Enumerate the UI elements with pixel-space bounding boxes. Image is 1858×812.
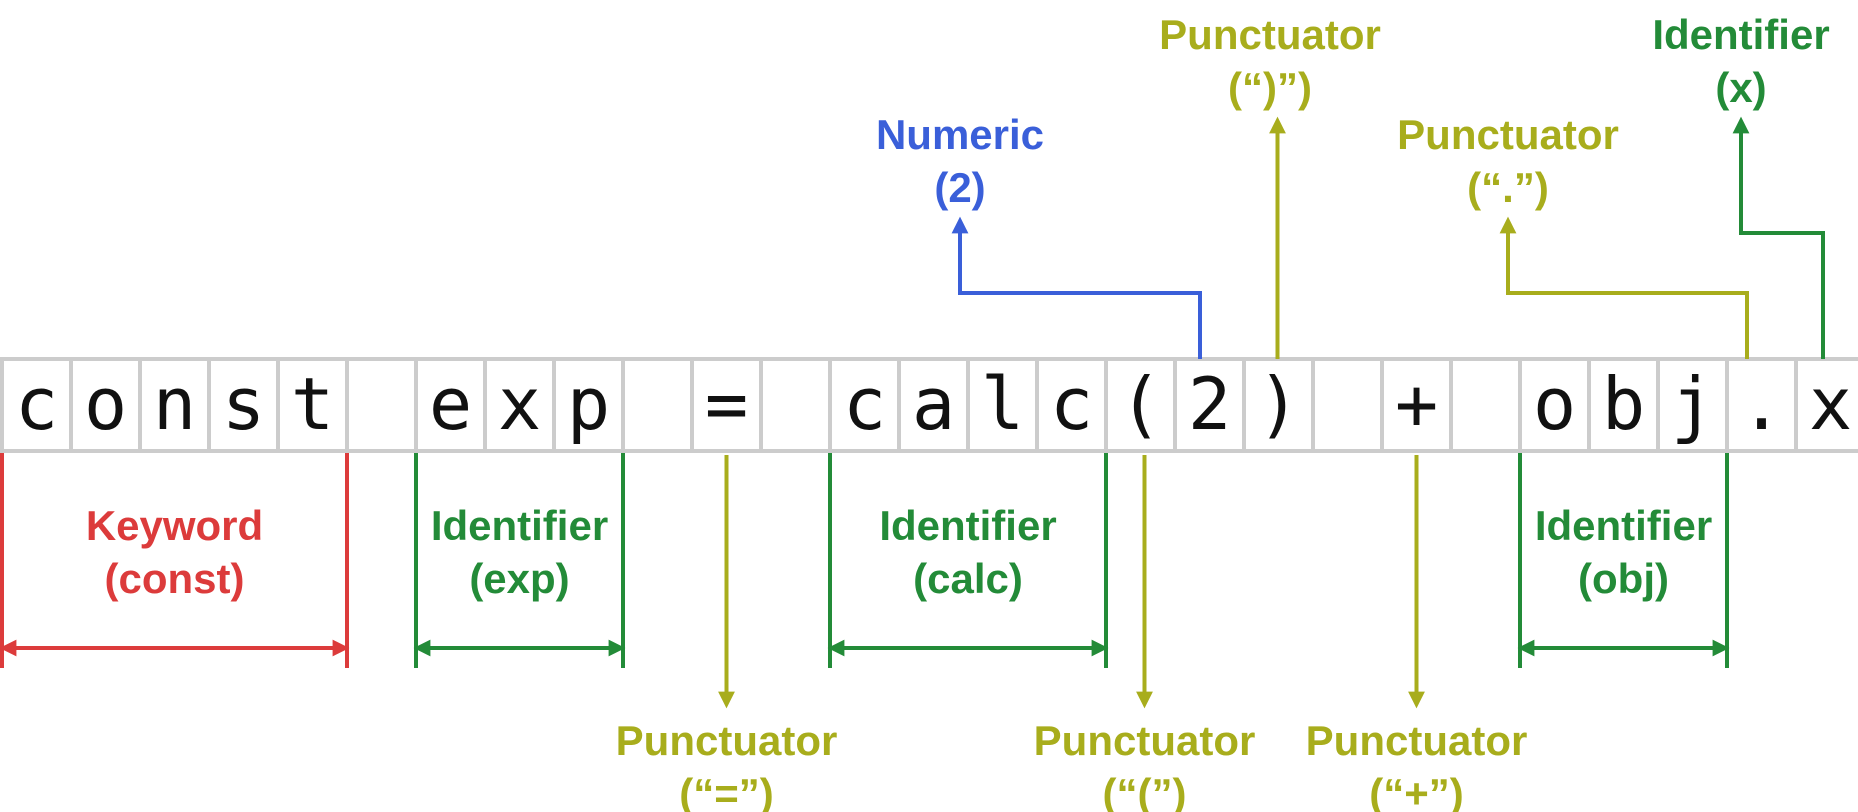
keyword-const-value: (const)	[105, 555, 245, 602]
code-cell	[552, 357, 625, 453]
numeric-2-arrow	[951, 216, 1202, 359]
code-char: .	[1740, 362, 1783, 446]
code-cell	[1794, 357, 1858, 453]
code-char: a	[912, 362, 955, 446]
code-cell	[276, 357, 349, 453]
identifier-calc-title: Identifier	[879, 502, 1056, 549]
code-cell	[1380, 357, 1453, 453]
code-char: e	[429, 362, 472, 446]
code-cell	[0, 357, 73, 453]
code-cell	[966, 357, 1039, 453]
code-char: o	[1533, 362, 1576, 446]
code-cell	[1587, 357, 1660, 453]
code-char: o	[84, 362, 127, 446]
identifier-calc-value: (calc)	[913, 555, 1023, 602]
punctuator-close-paren-title: Punctuator	[1159, 11, 1381, 58]
code-char: t	[291, 362, 334, 446]
numeric-2-value: (2)	[934, 164, 985, 211]
code-char: p	[567, 362, 610, 446]
code-char: =	[705, 362, 748, 446]
identifier-exp-value: (exp)	[469, 555, 569, 602]
code-char: )	[1257, 362, 1300, 446]
identifier-x-arrow	[1732, 116, 1825, 359]
punctuator-open-paren-value: (“(”)	[1103, 770, 1187, 812]
code-cell	[69, 357, 142, 453]
punctuator-dot-title: Punctuator	[1397, 111, 1619, 158]
identifier-obj-value: (obj)	[1578, 555, 1669, 602]
punctuator-dot-value: (“.”)	[1467, 164, 1549, 211]
code-char: 2	[1188, 362, 1231, 446]
code-char: +	[1395, 362, 1438, 446]
code-cell	[138, 357, 211, 453]
punctuator-plus-title: Punctuator	[1306, 717, 1528, 764]
punctuator-plus-value: (“+”)	[1369, 770, 1464, 812]
code-char: x	[1809, 362, 1852, 446]
punctuator-close-paren-value: (“)”)	[1228, 64, 1312, 111]
code-cell	[483, 357, 556, 453]
code-char: b	[1602, 362, 1645, 446]
identifier-exp-title: Identifier	[431, 502, 608, 549]
punctuator-equals-value: (“=”)	[679, 770, 774, 812]
punctuator-dot-arrow	[1499, 216, 1749, 359]
punctuator-open-paren-title: Punctuator	[1034, 717, 1256, 764]
code-cell	[1449, 357, 1522, 453]
punctuator-equals-title: Punctuator	[616, 717, 838, 764]
code-char: s	[222, 362, 265, 446]
keyword-const-title: Keyword	[86, 502, 263, 549]
code-cell	[1035, 357, 1108, 453]
code-cell	[1311, 357, 1384, 453]
numeric-2-title: Numeric	[876, 111, 1044, 158]
code-cell	[690, 357, 763, 453]
code-char: c	[843, 362, 886, 446]
code-cell	[759, 357, 832, 453]
code-cell	[828, 357, 901, 453]
code-cell	[621, 357, 694, 453]
code-char: c	[1050, 362, 1093, 446]
code-char: n	[153, 362, 196, 446]
code-cell	[345, 357, 418, 453]
code-char: j	[1671, 362, 1714, 446]
identifier-obj-title: Identifier	[1535, 502, 1712, 549]
code-char: l	[981, 362, 1024, 446]
code-cell	[1656, 357, 1729, 453]
token-annotations: Keyword(const)Identifier(exp)Punctuator(…	[0, 11, 1830, 812]
identifier-x-title: Identifier	[1652, 11, 1829, 58]
code-cell	[1725, 357, 1798, 453]
code-char: x	[498, 362, 541, 446]
code-char: c	[15, 362, 58, 446]
identifier-x-value: (x)	[1715, 64, 1766, 111]
code-char: (	[1119, 362, 1162, 446]
